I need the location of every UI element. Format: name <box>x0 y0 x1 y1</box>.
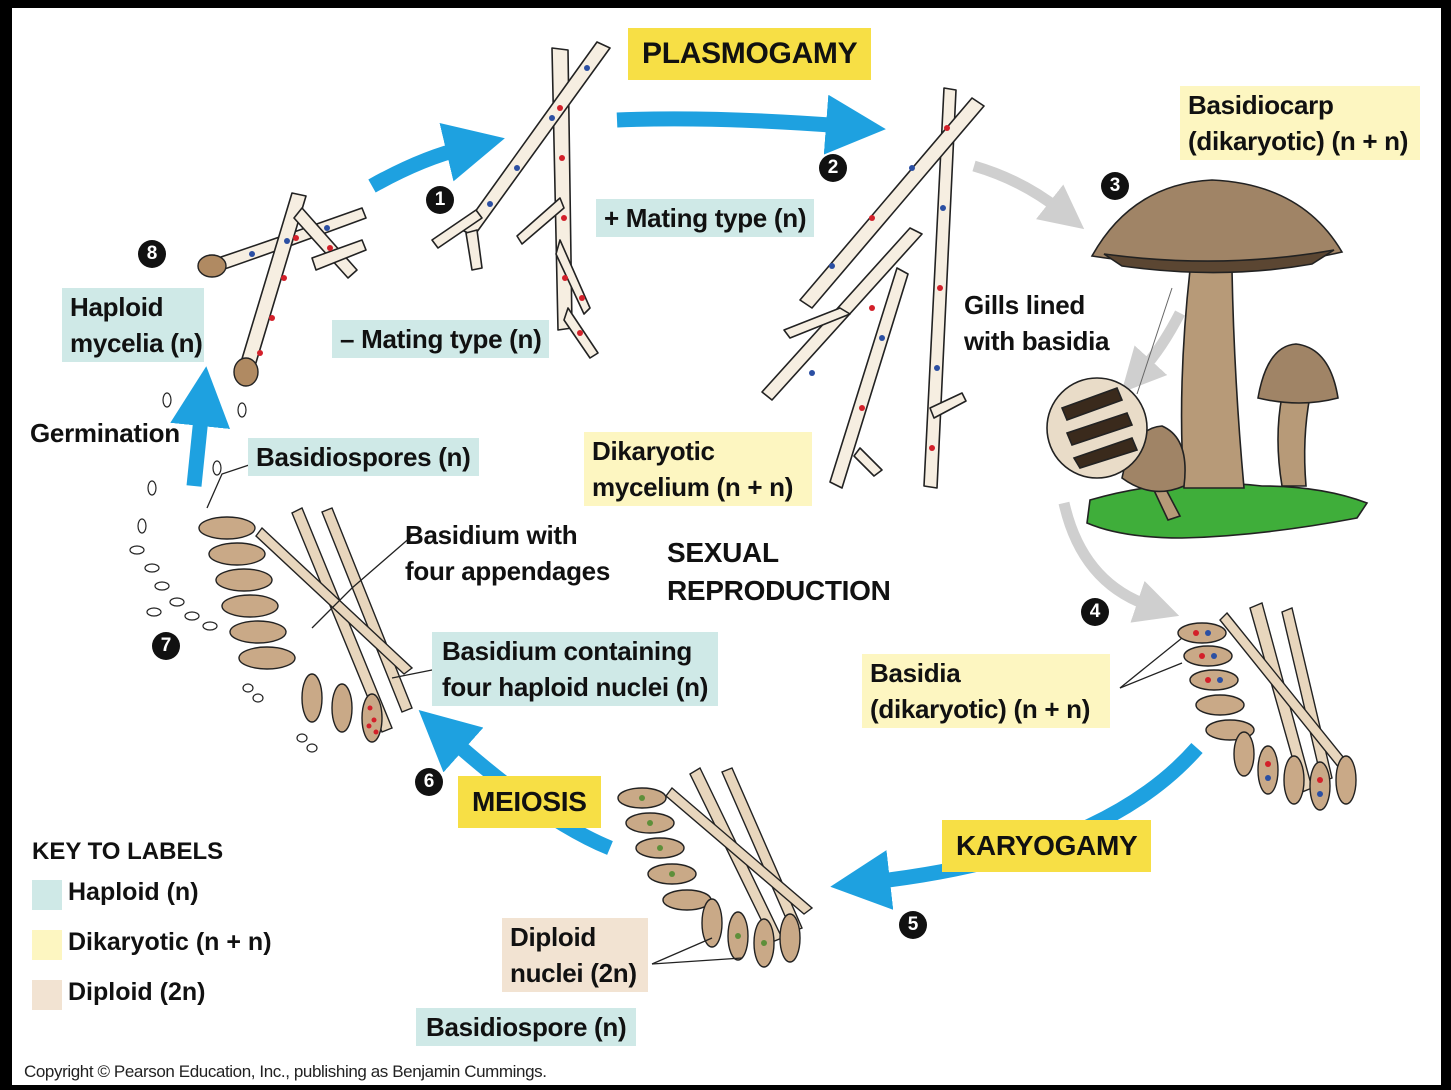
basidia-line2: (dikaryotic) (n + n) <box>862 690 1110 728</box>
step-1-marker: 1 <box>426 186 454 214</box>
step-5-marker: 5 <box>899 911 927 939</box>
haploid-mycelia-label-line1: Haploid <box>62 288 204 326</box>
step-8-marker: 8 <box>138 240 166 268</box>
dikaryotic-mycelium-line2: mycelium (n + n) <box>584 468 812 506</box>
sexual-reproduction-line1: SEXUAL <box>667 536 779 570</box>
cap-small <box>1258 344 1338 403</box>
arrow-plasmogamy <box>617 119 844 126</box>
basidia-cluster-dikaryotic <box>1178 603 1356 810</box>
dikaryotic-mycelium-line1: Dikaryotic <box>584 432 812 470</box>
key-swatch-haploid <box>32 880 62 910</box>
stipe-small <box>1278 396 1310 486</box>
basidiospores-label: Basidiospores (n) <box>248 438 479 476</box>
plus-mating-type-label: + Mating type (n) <box>596 199 814 237</box>
basidia-line1: Basidia <box>862 654 1110 692</box>
arrow-to-plasmogamy <box>372 148 464 186</box>
basidiocarp-line1: Basidiocarp <box>1180 86 1420 124</box>
germination-label: Germination <box>30 416 180 450</box>
key-text-diploid: Diploid (2n) <box>68 978 205 1007</box>
plasmogamy-label: PLASMOGAMY <box>628 28 871 80</box>
gills-line1: Gills lined <box>964 288 1085 322</box>
step-2-marker: 2 <box>819 154 847 182</box>
arrow-to-basidiocarp <box>974 166 1060 210</box>
key-text-haploid: Haploid (n) <box>68 878 199 907</box>
diploid-nuclei-line1: Diploid <box>502 918 648 956</box>
key-swatch-dikaryotic <box>32 930 62 960</box>
cap-main <box>1092 180 1342 266</box>
haploid-mycelia-label-line2: mycelia (n) <box>62 324 204 362</box>
basidia-cluster-spores <box>199 508 412 742</box>
basidium-nuclei-line1: Basidium containing <box>432 632 718 670</box>
minus-mating-type-label: – Mating type (n) <box>332 320 549 358</box>
minus-mating-hyphae <box>517 48 598 358</box>
diploid-nuclei-line2: nuclei (2n) <box>502 954 648 992</box>
arrow-germination <box>194 408 202 486</box>
haploid-tips <box>198 255 258 386</box>
copyright-notice: Copyright © Pearson Education, Inc., pub… <box>24 1062 547 1082</box>
step-6-marker: 6 <box>415 768 443 796</box>
basidiocarp <box>1087 180 1367 538</box>
sexual-reproduction-line2: REPRODUCTION <box>667 574 891 608</box>
step-3-marker: 3 <box>1101 172 1129 200</box>
dikaryotic-mycelium <box>762 88 984 488</box>
basidiospore-label: Basidiospore (n) <box>416 1008 636 1046</box>
meiosis-label: MEIOSIS <box>458 776 601 828</box>
step-4-marker: 4 <box>1081 598 1109 626</box>
basidiocarp-line2: (dikaryotic) (n + n) <box>1180 122 1420 160</box>
key-swatch-diploid <box>32 980 62 1010</box>
stipe-main <box>1182 270 1244 488</box>
grass <box>1087 483 1367 538</box>
key-title: KEY TO LABELS <box>32 838 223 866</box>
basidium-nuclei-line2: four haploid nuclei (n) <box>432 668 718 706</box>
karyogamy-label: KARYOGAMY <box>942 820 1151 872</box>
basidium-appendages-line1: Basidium with <box>405 518 577 552</box>
gills-line2: with basidia <box>964 324 1109 358</box>
step-7-marker: 7 <box>152 632 180 660</box>
basidium-appendages-line2: four appendages <box>405 554 610 588</box>
key-text-dikaryotic: Dikaryotic (n + n) <box>68 928 272 957</box>
diagram-frame: PLASMOGAMY KARYOGAMY MEIOSIS SEXUAL REPR… <box>12 8 1441 1085</box>
